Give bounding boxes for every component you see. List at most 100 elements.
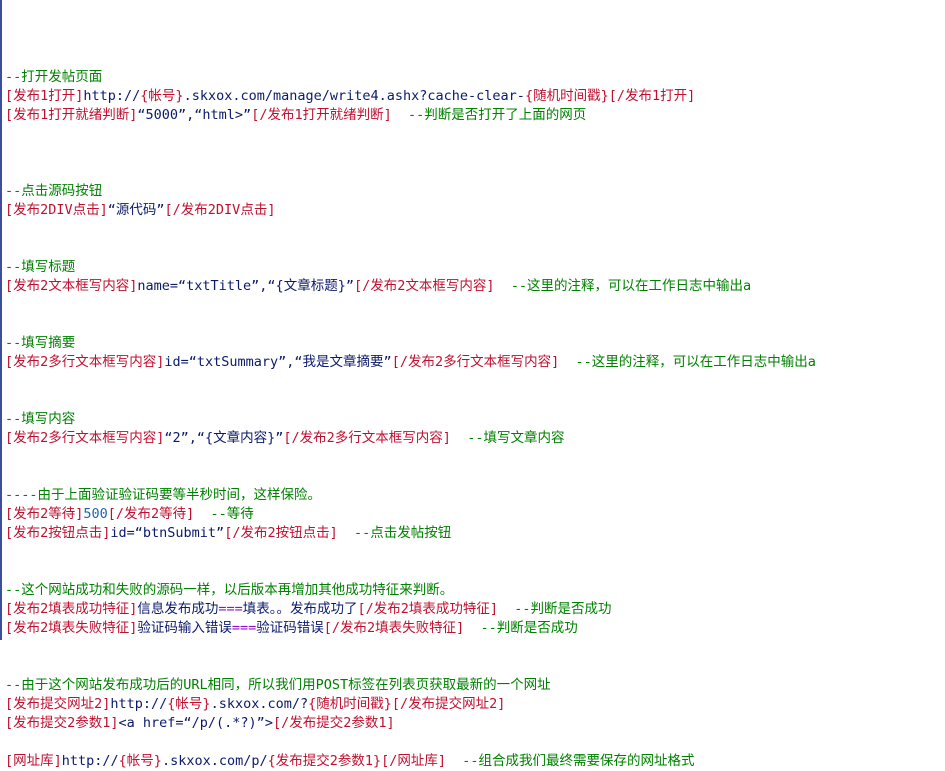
- code-token-param: 填表。。发布成功了: [242, 601, 358, 617]
- code-token-tag: [/发布2填表成功特征]: [357, 601, 499, 617]
- code-token-comment: --判断是否成功: [464, 620, 578, 636]
- code-line[interactable]: [5, 163, 941, 182]
- code-token-param: “2”,“{文章内容}”: [164, 430, 284, 446]
- code-line[interactable]: [发布2按钮点击]id=“btnSubmit”[/发布2按钮点击] --点击发帖…: [5, 524, 941, 543]
- code-token-tag: [/发布1打开就绪判断]: [251, 107, 392, 123]
- code-token-param: http://: [110, 696, 168, 712]
- code-line[interactable]: [5, 448, 941, 467]
- code-line[interactable]: [发布2多行文本框写内容]id=“txtSummary”,“我是文章摘要”[/发…: [5, 353, 941, 372]
- code-token-comment: --判断是否打开了上面的网页: [391, 107, 587, 123]
- code-line[interactable]: [5, 49, 941, 68]
- code-token-param: .skxox.com/?: [210, 696, 309, 712]
- code-token-comment: --由于这个网站发布成功后的URL相同，所以我们用POST标签在列表页获取最新的…: [5, 677, 551, 693]
- code-line[interactable]: [5, 315, 941, 334]
- code-token-tag: [发布提交2参数1]: [5, 715, 119, 731]
- code-token-tag: [/发布2DIV点击]: [164, 202, 276, 218]
- code-line[interactable]: [5, 638, 941, 657]
- code-line[interactable]: [发布1打开]http://{帐号}.skxox.com/manage/writ…: [5, 87, 941, 106]
- code-token-comment: --这个网站成功和失败的源码一样，以后版本再增加其他成功特征来判断。: [5, 582, 454, 598]
- code-token-tag: [发布2等待]: [5, 506, 84, 522]
- code-token-tag: [发布提交网址2]: [5, 696, 111, 712]
- code-line[interactable]: [发布2填表成功特征]信息发布成功===填表。。发布成功了[/发布2填表成功特征…: [5, 600, 941, 619]
- code-token-param: 验证码输入错误: [137, 620, 232, 636]
- code-line[interactable]: [5, 296, 941, 315]
- code-token-tag: [发布2多行文本框写内容]: [5, 430, 165, 446]
- code-token-comment: --等待: [194, 506, 254, 522]
- code-line[interactable]: [发布提交2参数1]<a href=“/p/(.*?)”>[/发布提交2参数1]: [5, 714, 941, 733]
- code-token-comment: --打开发帖页面: [5, 69, 103, 85]
- code-token-tag: {帐号}: [140, 88, 184, 104]
- code-token-tag: [/发布2等待]: [107, 506, 195, 522]
- code-token-tag: {发布提交2参数1}: [267, 753, 382, 769]
- code-line[interactable]: [5, 733, 941, 752]
- code-line[interactable]: --填写内容: [5, 410, 941, 429]
- code-token-tag: [/发布2多行文本框写内容]: [283, 430, 451, 446]
- code-area[interactable]: --打开发帖页面 [发布1打开]http://{帐号}.skxox.com/man…: [5, 30, 941, 771]
- code-token-tag: {随机时间戳}: [524, 88, 609, 104]
- code-token-param: id=“txtSummary”,“我是文章摘要”: [164, 354, 392, 370]
- code-token-tag: {随机时间戳}: [308, 696, 392, 712]
- code-line[interactable]: [5, 372, 941, 391]
- code-token-tag: [/网址库]: [381, 753, 447, 769]
- code-token-comment: --填写摘要: [5, 335, 76, 351]
- code-token-tag: [/发布1打开]: [608, 88, 696, 104]
- code-line[interactable]: [发布2填表失败特征]验证码输入错误===验证码错误[/发布2填表失败特征] -…: [5, 619, 941, 638]
- code-token-tag: [/发布提交2参数1]: [272, 715, 395, 731]
- code-token-param: “源代码”: [107, 202, 165, 218]
- code-line[interactable]: [5, 239, 941, 258]
- code-token-tag: [发布2填表成功特征]: [5, 601, 138, 617]
- code-line[interactable]: [5, 543, 941, 562]
- code-token-comment: --组合成我们最终需要保存的网址格式: [446, 753, 695, 769]
- code-token-param: http://: [83, 88, 141, 104]
- code-token-comment: --点击源码按钮: [5, 183, 103, 199]
- code-line[interactable]: [发布1打开就绪判断]“5000”,“html>”[/发布1打开就绪判断] --…: [5, 106, 941, 125]
- code-line[interactable]: [网址库]http://{帐号}.skxox.com/p/{发布提交2参数1}[…: [5, 752, 941, 771]
- code-token-comment: --判断是否成功: [498, 601, 612, 617]
- code-token-comment: --填写内容: [5, 411, 76, 427]
- code-token-param: 信息发布成功: [137, 601, 219, 617]
- code-token-number: 500: [83, 506, 108, 522]
- code-token-tag: [/发布2多行文本框写内容]: [391, 354, 560, 370]
- code-line[interactable]: [5, 220, 941, 239]
- code-token-param: name=“txtTitle”,“{文章标题}”: [137, 278, 354, 294]
- code-token-comment: ----由于上面验证验证码要等半秒时间，这样保险。: [5, 487, 322, 503]
- code-line[interactable]: [5, 144, 941, 163]
- code-line[interactable]: [发布2文本框写内容]name=“txtTitle”,“{文章标题}”[/发布2…: [5, 277, 941, 296]
- code-token-comment: --填写标题: [5, 259, 76, 275]
- code-token-tag: [/发布2填表失败特征]: [323, 620, 465, 636]
- code-line[interactable]: [发布2多行文本框写内容]“2”,“{文章内容}”[/发布2多行文本框写内容] …: [5, 429, 941, 448]
- code-line[interactable]: [5, 125, 941, 144]
- code-line[interactable]: --打开发帖页面: [5, 68, 941, 87]
- code-token-tag: [发布2DIV点击]: [5, 202, 108, 218]
- code-token-tag: [发布2多行文本框写内容]: [5, 354, 165, 370]
- code-line[interactable]: [发布提交网址2]http://{帐号}.skxox.com/?{随机时间戳}[…: [5, 695, 941, 714]
- code-line[interactable]: --填写标题: [5, 258, 941, 277]
- code-line[interactable]: --这个网站成功和失败的源码一样，以后版本再增加其他成功特征来判断。: [5, 581, 941, 600]
- code-line[interactable]: --点击源码按钮: [5, 182, 941, 201]
- code-token-operator: ===: [231, 620, 257, 636]
- code-token-tag: [发布1打开就绪判断]: [5, 107, 138, 123]
- code-line[interactable]: [发布2DIV点击]“源代码”[/发布2DIV点击]: [5, 201, 941, 220]
- code-token-tag: {帐号}: [167, 696, 211, 712]
- code-line[interactable]: --由于这个网站发布成功后的URL相同，所以我们用POST标签在列表页获取最新的…: [5, 676, 941, 695]
- code-line[interactable]: --填写摘要: [5, 334, 941, 353]
- code-line[interactable]: [5, 30, 941, 49]
- code-token-tag: [发布2填表失败特征]: [5, 620, 138, 636]
- code-line[interactable]: [5, 467, 941, 486]
- code-token-param: http://: [61, 753, 119, 769]
- code-line[interactable]: ----由于上面验证验证码要等半秒时间，这样保险。: [5, 486, 941, 505]
- code-token-param: .skxox.com/p/: [161, 753, 268, 769]
- code-line[interactable]: [5, 562, 941, 581]
- code-token-tag: [/发布提交网址2]: [391, 696, 506, 712]
- code-token-comment: --点击发帖按钮: [337, 525, 452, 541]
- code-line[interactable]: [5, 391, 941, 410]
- code-token-comment: --填写文章内容: [450, 430, 565, 446]
- code-line[interactable]: [5, 657, 941, 676]
- code-token-tag: [发布2文本框写内容]: [5, 278, 138, 294]
- code-line[interactable]: [发布2等待]500[/发布2等待] --等待: [5, 505, 941, 524]
- code-token-param: .skxox.com/manage/write4.ashx?cache-clea…: [183, 88, 525, 104]
- code-token-tag: [/发布2按钮点击]: [224, 525, 338, 541]
- code-token-tag: [/发布2文本框写内容]: [353, 278, 495, 294]
- code-token-comment: --这里的注释，可以在工作日志中输出a: [494, 278, 752, 294]
